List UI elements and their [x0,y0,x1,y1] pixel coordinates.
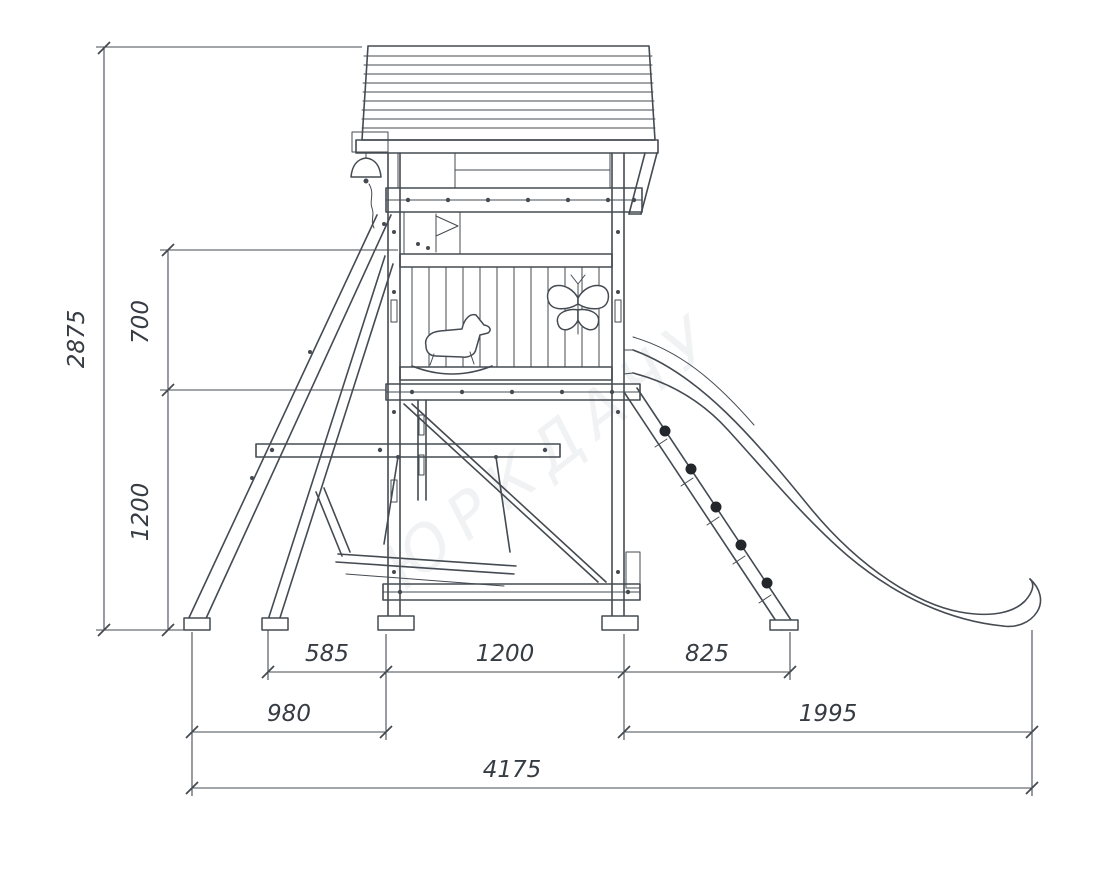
dimension-total-height: 2875 [64,41,362,637]
dimension-row-halves: 980 1995 [185,630,1039,796]
dim-label-railing-height: 700 [128,300,154,344]
left-a-frame [183,214,394,631]
roof [355,45,659,215]
butterfly-icon [546,274,610,335]
rocking-horse-icon [411,313,493,375]
dim-label-slide-span: 1995 [799,701,858,727]
dim-label-brace-span: 585 [305,641,349,667]
bell-icon [350,131,389,229]
tower-feet [377,615,639,631]
dim-label-tower-width: 1200 [476,641,535,667]
dim-label-ramp-span: 825 [685,641,729,667]
dim-label-total-height: 2875 [64,310,90,369]
dim-label-total-length: 4175 [483,757,542,783]
dim-label-deck-height: 1200 [128,483,154,542]
swing-beam [255,443,561,458]
bottom-frame [382,583,641,601]
dimension-total-length: 4175 [185,757,1039,795]
slide [623,336,1042,628]
cabin-wall [397,152,611,189]
climbing-ramp [623,387,799,631]
under-deck-brace [403,399,607,583]
dimension-railing-and-deck-height: 700 1200 [128,243,398,637]
header-beam [385,187,643,213]
dimension-row-segments: 585 1200 825 [261,630,797,740]
hatch-detail [403,211,461,255]
dim-label-left-span: 980 [267,701,311,727]
